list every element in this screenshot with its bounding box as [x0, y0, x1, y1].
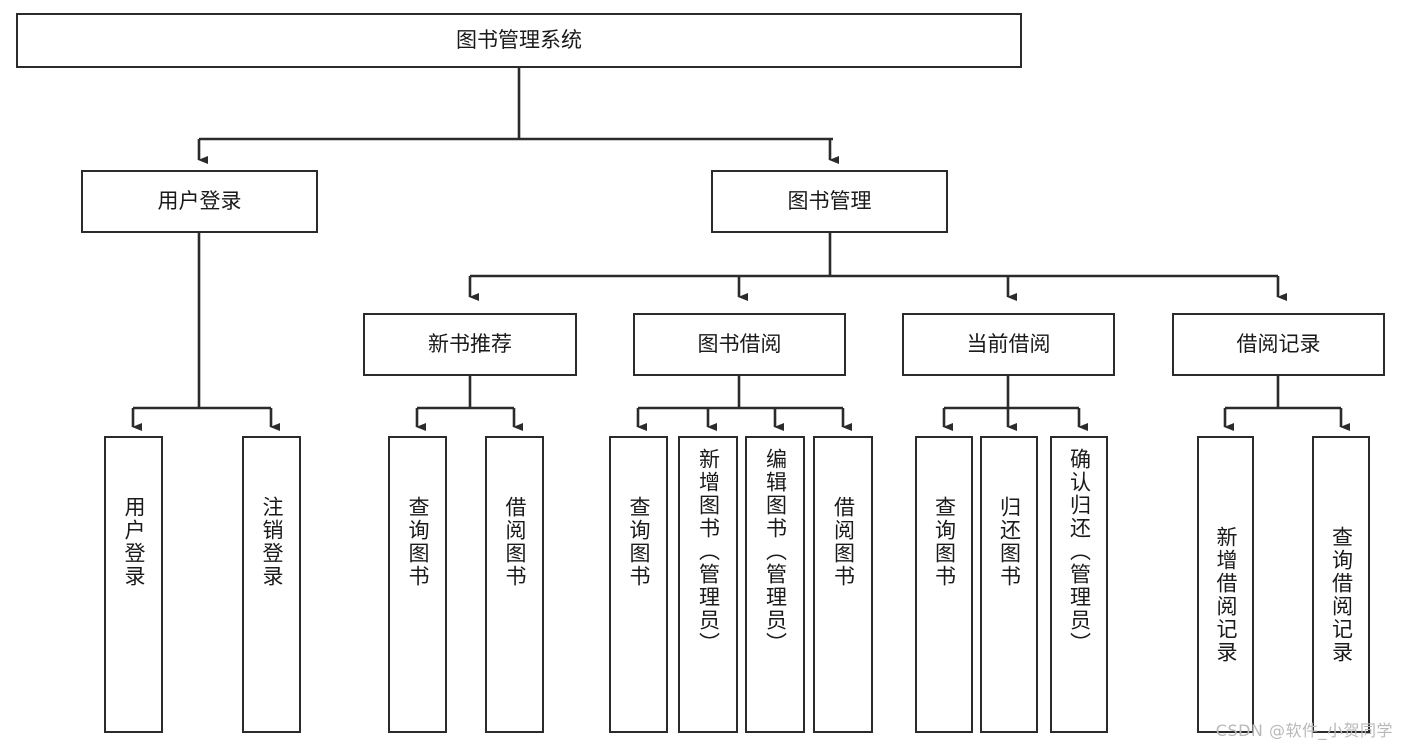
- node-new-book-recommend[interactable]: 新书推荐: [363, 313, 577, 376]
- node-leaf-query-book-2-label: 查询图书: [627, 496, 651, 588]
- node-borrow-record-label: 借阅记录: [1236, 332, 1321, 357]
- node-leaf-user-login-label: 用户登录: [122, 496, 146, 588]
- node-root[interactable]: 图书管理系统: [16, 13, 1022, 68]
- node-book-borrow[interactable]: 图书借阅: [633, 313, 846, 376]
- node-book-management[interactable]: 图书管理: [711, 170, 948, 233]
- node-leaf-user-login[interactable]: 用户登录: [104, 436, 163, 733]
- node-user-login[interactable]: 用户登录: [81, 170, 318, 233]
- node-leaf-query-book-1[interactable]: 查询图书: [388, 436, 447, 733]
- node-leaf-query-book-3-label: 查询图书: [932, 496, 957, 588]
- node-root-label: 图书管理系统: [456, 28, 582, 53]
- node-leaf-confirm-return-label: 确认归还（管理员）: [1067, 448, 1092, 655]
- node-leaf-borrow-book-2-label: 借阅图书: [831, 496, 856, 588]
- node-leaf-return-book[interactable]: 归还图书: [980, 436, 1038, 733]
- node-leaf-add-book-label: 新增图书（管理员）: [696, 448, 721, 655]
- node-leaf-add-record-label: 新增借阅记录: [1214, 526, 1238, 664]
- node-leaf-return-book-label: 归还图书: [997, 496, 1022, 588]
- node-leaf-add-book[interactable]: 新增图书（管理员）: [678, 436, 738, 733]
- node-leaf-logout-label: 注销登录: [260, 496, 284, 588]
- node-borrow-record[interactable]: 借阅记录: [1172, 313, 1385, 376]
- node-leaf-borrow-book-2[interactable]: 借阅图书: [813, 436, 873, 733]
- node-leaf-query-book-1-label: 查询图书: [406, 496, 430, 588]
- node-leaf-borrow-book-1-label: 借阅图书: [503, 496, 527, 588]
- node-leaf-edit-book-label: 编辑图书（管理员）: [763, 448, 788, 655]
- node-new-book-recommend-label: 新书推荐: [428, 332, 512, 357]
- node-leaf-query-book-3[interactable]: 查询图书: [915, 436, 973, 733]
- node-current-borrow-label: 当前借阅: [966, 332, 1051, 357]
- node-current-borrow[interactable]: 当前借阅: [902, 313, 1115, 376]
- node-leaf-query-record-label: 查询借阅记录: [1329, 526, 1354, 664]
- node-leaf-query-record[interactable]: 查询借阅记录: [1312, 436, 1370, 733]
- node-leaf-borrow-book-1[interactable]: 借阅图书: [485, 436, 544, 733]
- node-leaf-logout[interactable]: 注销登录: [242, 436, 301, 733]
- node-leaf-add-record[interactable]: 新增借阅记录: [1197, 436, 1254, 733]
- node-user-login-label: 用户登录: [157, 189, 242, 214]
- node-leaf-edit-book[interactable]: 编辑图书（管理员）: [745, 436, 805, 733]
- node-leaf-confirm-return[interactable]: 确认归还（管理员）: [1050, 436, 1108, 733]
- node-book-management-label: 图书管理: [787, 189, 872, 214]
- node-book-borrow-label: 图书借阅: [697, 332, 782, 357]
- node-leaf-query-book-2[interactable]: 查询图书: [609, 436, 668, 733]
